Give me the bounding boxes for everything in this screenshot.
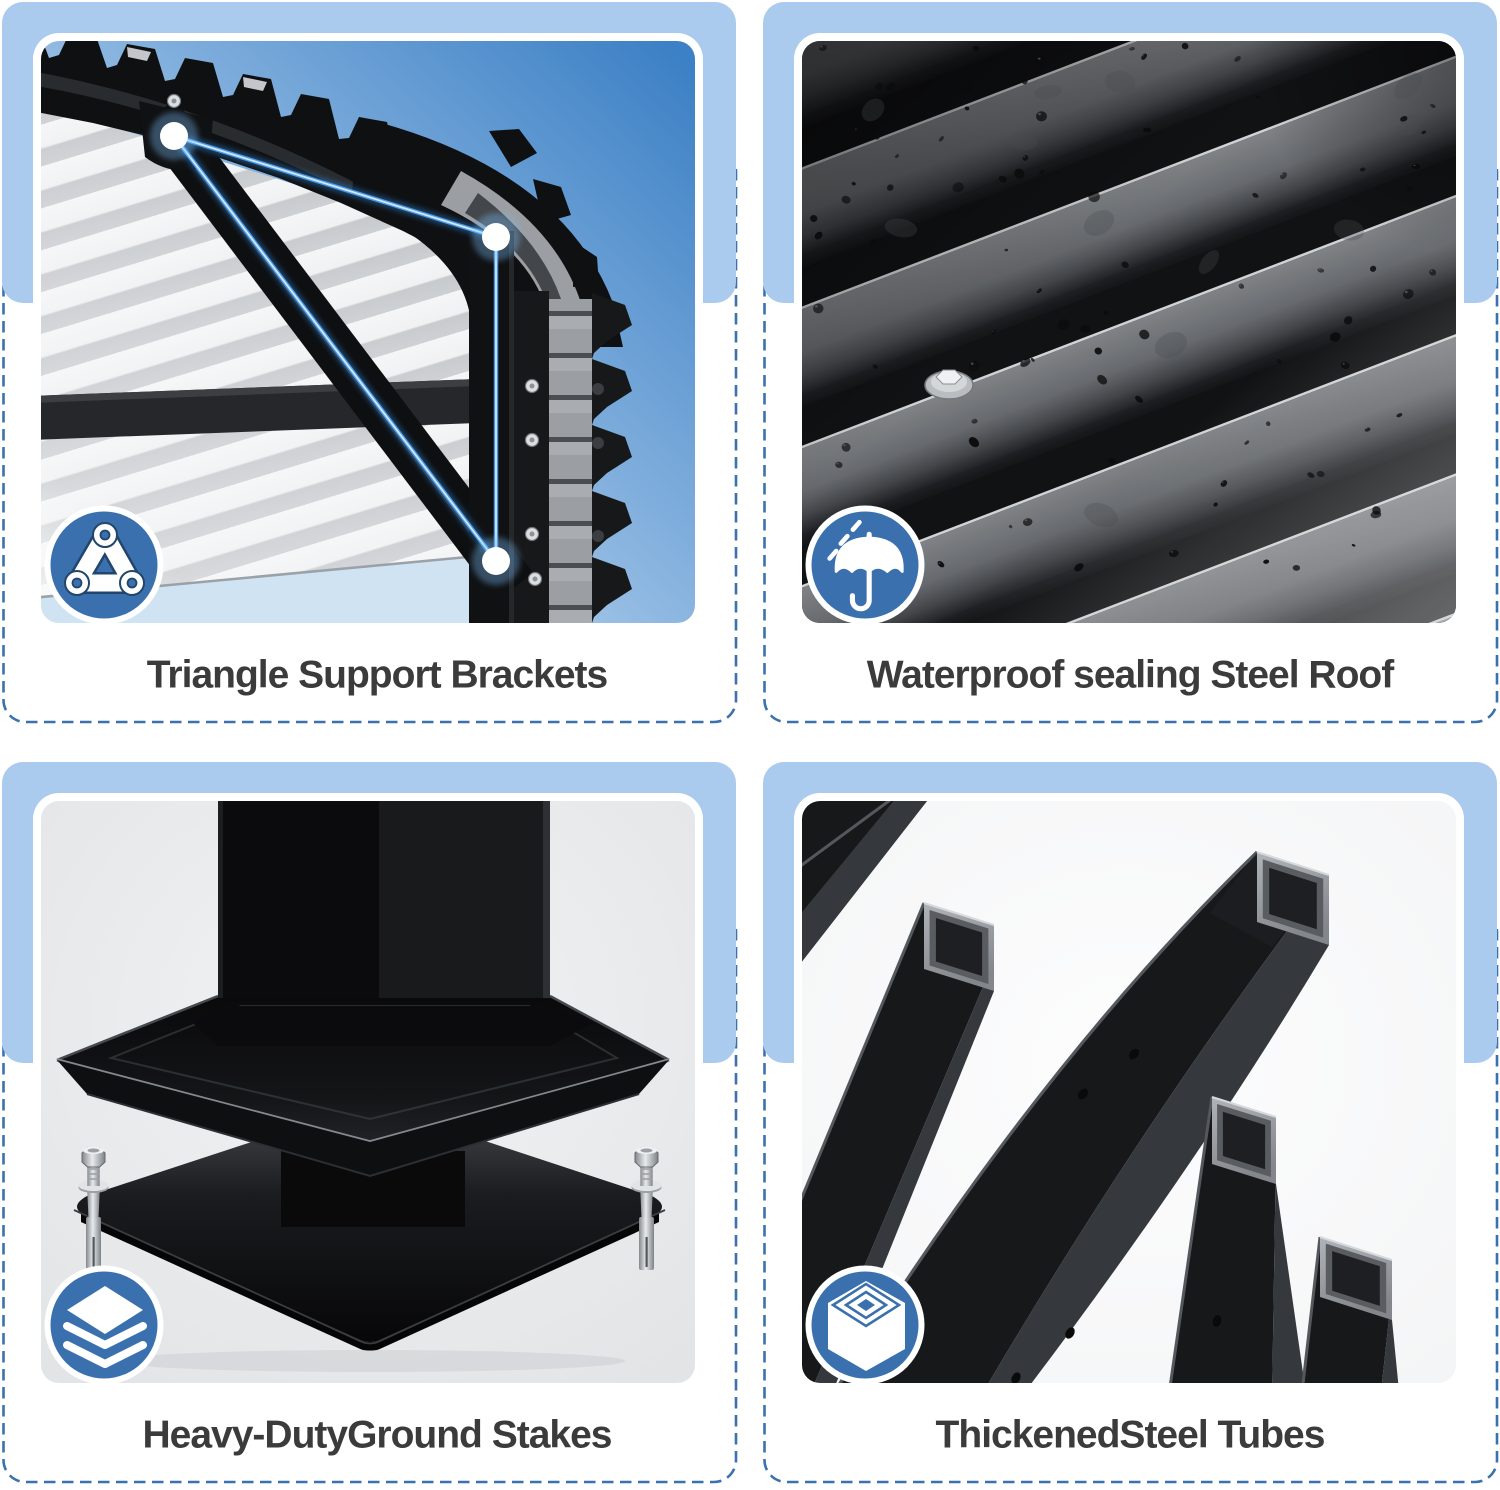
svg-text:Waterproof sealing Steel Roof: Waterproof sealing Steel Roof xyxy=(867,654,1395,697)
svg-text:Triangle Support Brackets: Triangle Support Brackets xyxy=(147,654,608,697)
svg-text:Heavy-DutyGround Stakes: Heavy-DutyGround Stakes xyxy=(143,1414,612,1457)
svg-text:ThickenedSteel Tubes: ThickenedSteel Tubes xyxy=(936,1414,1325,1457)
